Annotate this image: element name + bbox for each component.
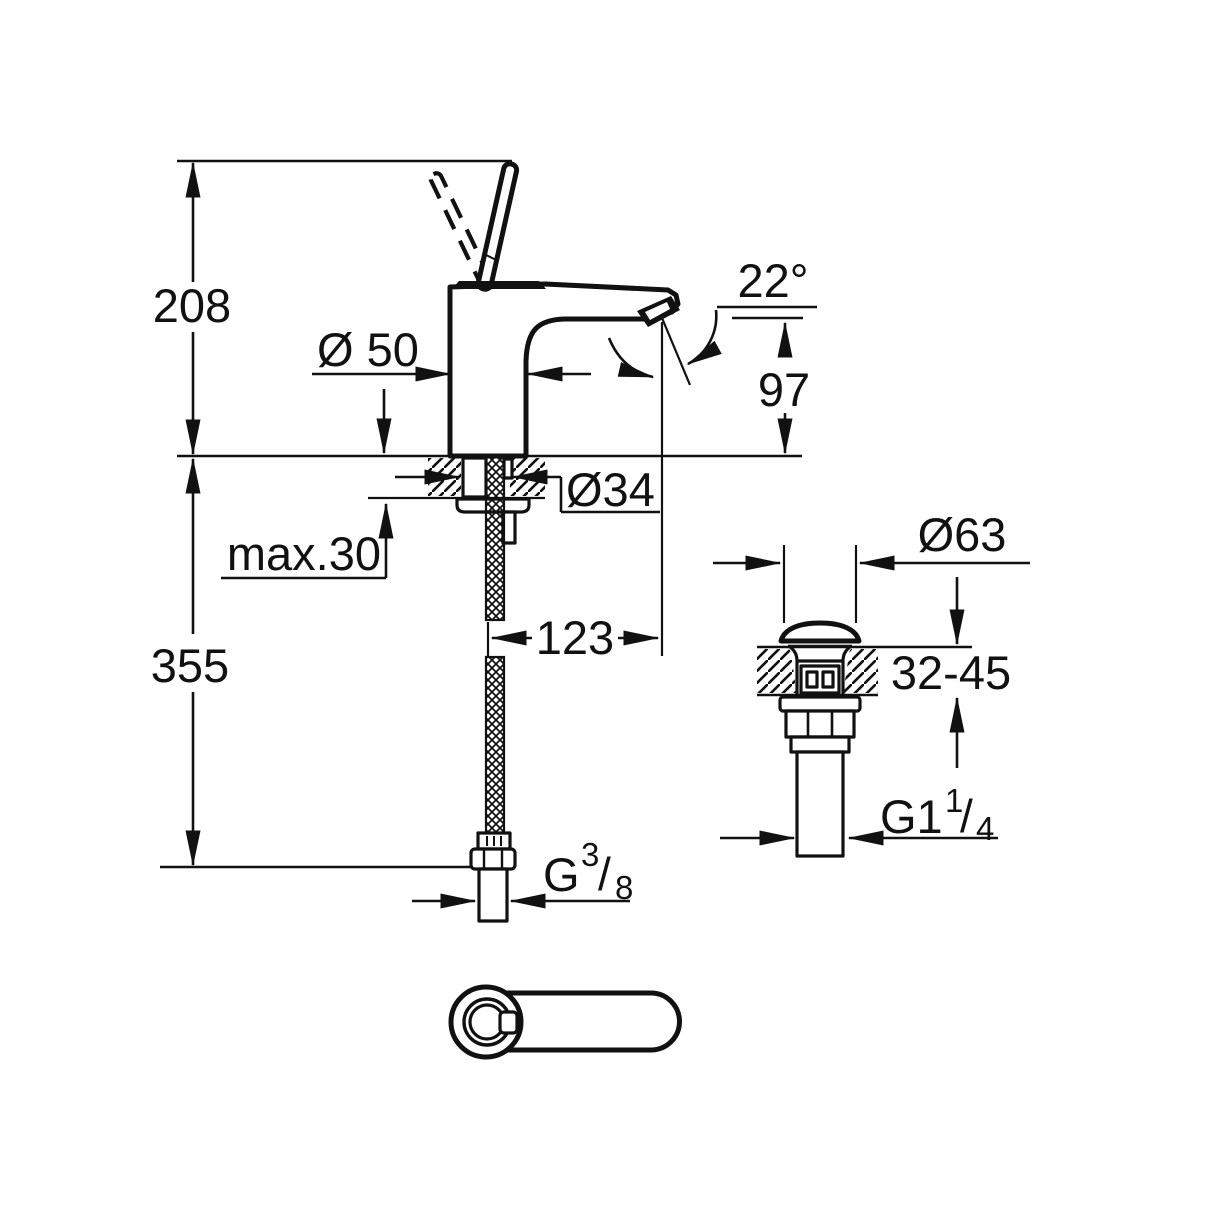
waste-body-neck <box>789 645 851 695</box>
pop-up-waste <box>757 545 972 858</box>
angle-reference-line <box>660 317 692 386</box>
dim-waste-deck-range: 32-45 <box>891 577 1011 768</box>
lever-joint-cap <box>452 281 546 289</box>
lever-handle-alt-position <box>428 171 494 291</box>
dim-spout-height: 97 <box>758 321 810 455</box>
supply-hose <box>469 455 517 923</box>
faucet-body-outline <box>447 281 681 459</box>
braided-hose-lower <box>484 655 506 835</box>
label-waste-thread-sub: 4 <box>976 810 994 847</box>
basin-hatch-right <box>843 649 878 693</box>
annotation-spout-angle: 22° <box>607 254 817 386</box>
waste-tailpipe <box>795 750 845 858</box>
dim-waste-thread: G1 1 / 4 <box>720 782 998 847</box>
label-waste-thread-main: G1 <box>880 790 943 843</box>
mounting-shank <box>461 456 488 499</box>
dim-spout-reach: 123 <box>486 322 664 664</box>
faucet-body <box>428 161 681 459</box>
dim-supply-thread: G 3 / 8 <box>412 836 633 909</box>
label-spout-reach: 123 <box>536 611 614 664</box>
lever-handle <box>475 161 520 292</box>
basin-hatch-left <box>757 649 797 693</box>
label-body-diameter: Ø 50 <box>317 323 419 376</box>
waste-cap <box>778 620 862 644</box>
label-spout-height: 97 <box>758 363 810 416</box>
label-supply-thread-main: G <box>543 848 580 901</box>
handle-top-view <box>448 984 682 1060</box>
label-hose-length: 355 <box>151 639 229 692</box>
label-waste-thread-slash: / <box>960 790 973 842</box>
label-supply-thread-sub: 8 <box>615 869 633 906</box>
dim-body-diameter: Ø 50 <box>312 323 591 455</box>
label-shank-diameter: Ø34 <box>566 463 655 516</box>
braided-hose-upper <box>484 455 506 622</box>
label-supply-thread-sup: 3 <box>581 836 599 873</box>
label-waste-thread-sup: 1 <box>945 782 963 819</box>
waste-collar <box>789 735 851 754</box>
label-max-deck-thickness: max.30 <box>227 527 381 580</box>
label-spout-angle: 22° <box>737 254 808 307</box>
handle-pivot-tab <box>498 1010 519 1035</box>
waste-flange <box>778 695 862 713</box>
dim-overall-height: 208 <box>153 161 231 456</box>
dim-waste-flange-diameter: Ø63 <box>713 508 1030 571</box>
mounting-deck-section <box>368 456 545 545</box>
dim-hose-length: 355 <box>151 457 229 867</box>
pop-up-rod-upper <box>502 457 514 480</box>
lever-top-view-outline <box>486 990 682 1053</box>
hose-end-fitting <box>469 831 517 923</box>
spout-aerator <box>637 296 680 327</box>
supply-tube <box>477 867 509 923</box>
waste-locknut <box>784 709 856 739</box>
dim-shank-diameter: Ø34 <box>395 463 660 516</box>
label-overall-height: 208 <box>153 279 231 332</box>
label-supply-thread-slash: / <box>598 848 611 900</box>
label-waste-flange-diameter: Ø63 <box>918 508 1007 561</box>
dim-max-deck-thickness: max.30 <box>221 502 394 580</box>
label-waste-deck-range: 32-45 <box>891 646 1011 699</box>
